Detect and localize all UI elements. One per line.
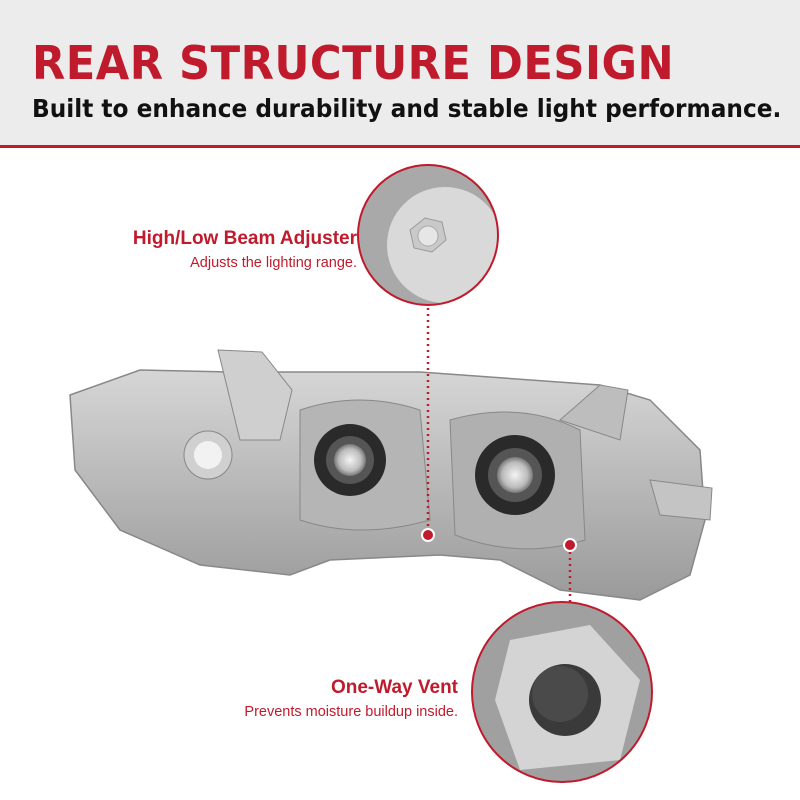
projector-socket-low [314,424,386,496]
vent-description: Prevents moisture buildup inside. [244,704,458,720]
header-banner [0,0,800,145]
one-way-vent-magnifier [471,601,653,783]
vent-marker [563,538,577,552]
beam-adjuster-title: High/Low Beam Adjuster [132,228,357,249]
page-title: REAR STRUCTURE DESIGN [32,36,675,90]
headlight-housing [69,349,713,601]
beam-adjuster-magnifier [357,164,499,306]
header-divider [0,145,800,148]
beam-adjuster-marker [421,528,435,542]
beam-adjuster-description: Adjusts the lighting range. [190,255,357,271]
vent-title: One-Way Vent [330,677,458,698]
projector-socket-high [475,435,555,515]
page-subtitle: Built to enhance durability and stable l… [32,94,782,123]
